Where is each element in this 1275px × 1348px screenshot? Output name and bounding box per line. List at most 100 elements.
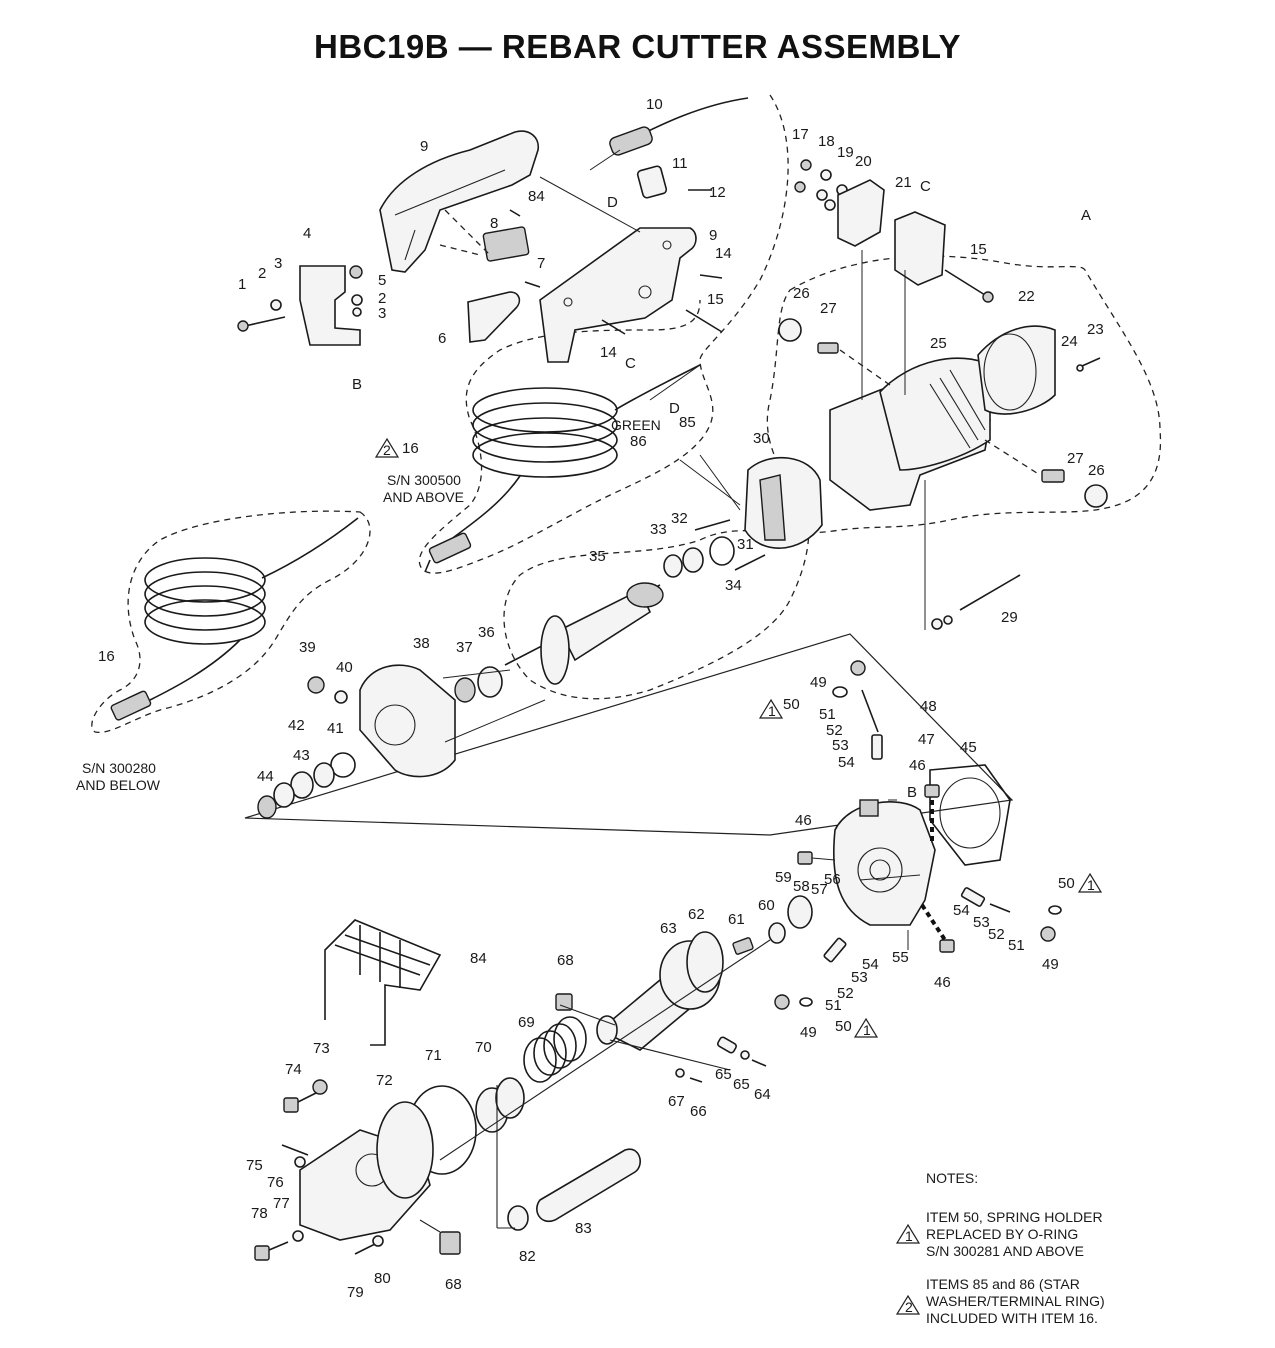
callout-15b: 15 — [970, 241, 987, 258]
serial-upper-line2: AND ABOVE — [383, 489, 464, 505]
callout-71: 71 — [425, 1047, 442, 1064]
callout-11: 11 — [672, 155, 688, 172]
callout-65b: 65 — [733, 1076, 750, 1093]
callout-86: 86 — [630, 433, 647, 450]
callout-50b: 50 — [1058, 875, 1075, 892]
ref-letter-c1: C — [625, 355, 636, 372]
marker-2-cord: 2 — [383, 442, 391, 458]
callout-68a: 68 — [557, 952, 574, 969]
callout-52c: 52 — [837, 985, 854, 1002]
callout-20: 20 — [855, 153, 872, 170]
callout-22: 22 — [1018, 288, 1035, 305]
note1-line2: REPLACED BY O-RING — [926, 1226, 1078, 1242]
callout-82: 82 — [519, 1248, 536, 1265]
callout-46b: 46 — [795, 812, 812, 829]
callout-51b: 51 — [1008, 937, 1025, 954]
serial-upper-line1: S/N 300500 — [387, 472, 461, 488]
callout-85: 85 — [679, 414, 696, 431]
callout-54c: 54 — [862, 956, 879, 973]
ref-letter-a: A — [1081, 207, 1091, 224]
callout-73: 73 — [313, 1040, 330, 1057]
callout-18: 18 — [818, 133, 835, 150]
callout-4: 4 — [303, 225, 311, 242]
callout-67: 67 — [668, 1093, 685, 1110]
callout-57: 57 — [811, 881, 828, 898]
callout-54a: 54 — [838, 754, 855, 771]
callout-47: 47 — [918, 731, 935, 748]
callout-6: 6 — [438, 330, 446, 347]
callout-36: 36 — [478, 624, 495, 641]
callout-38: 38 — [413, 635, 430, 652]
ref-letter-b1: B — [352, 376, 362, 393]
callout-49b: 49 — [1042, 956, 1059, 973]
callout-84b: 84 — [528, 188, 545, 205]
callout-62: 62 — [688, 906, 705, 923]
ref-letter-d1: D — [607, 194, 618, 211]
callout-46a: 46 — [909, 757, 926, 774]
ref-letter-b2: B — [907, 784, 917, 801]
callout-52a: 52 — [826, 722, 843, 739]
callout-46c: 46 — [934, 974, 951, 991]
callout-56: 56 — [824, 871, 841, 888]
callout-29: 29 — [1001, 609, 1018, 626]
note1-marker: 1 — [905, 1228, 913, 1244]
callout-51a: 51 — [819, 706, 836, 723]
callout-41: 41 — [327, 720, 344, 737]
callout-14b: 14 — [600, 344, 617, 361]
callout-64: 64 — [754, 1086, 771, 1103]
callout-78: 78 — [251, 1205, 268, 1222]
power-cord-coil-upper — [424, 364, 701, 573]
callout-3b: 3 — [378, 305, 386, 322]
callout-17: 17 — [792, 126, 809, 143]
callout-37: 37 — [456, 639, 473, 656]
callout-44: 44 — [257, 768, 274, 785]
page-title: HBC19B — REBAR CUTTER ASSEMBLY — [314, 28, 961, 65]
callout-76: 76 — [267, 1174, 284, 1191]
callout-65a: 65 — [715, 1066, 732, 1083]
callout-83: 83 — [575, 1220, 592, 1237]
serial-lower-line1: S/N 300280 — [82, 760, 156, 776]
callout-61: 61 — [728, 911, 745, 928]
callout-19: 19 — [837, 144, 854, 161]
cylinder-group — [768, 660, 1062, 1010]
ref-letter-d2: D — [669, 400, 680, 417]
callout-14a: 14 — [715, 245, 732, 262]
callout-52b: 52 — [988, 926, 1005, 943]
callout-77: 77 — [273, 1195, 290, 1212]
callout-48: 48 — [920, 698, 937, 715]
callout-58: 58 — [793, 878, 810, 895]
callout-16b: 16 — [98, 648, 115, 665]
callout-32: 32 — [671, 510, 688, 527]
callout-23: 23 — [1087, 321, 1104, 338]
part-callouts: 1 2 3 4 5 2 3 6 7 8 9 9 10 11 12 14 14 1… — [76, 96, 1105, 1301]
notes-heading: NOTES: — [926, 1170, 978, 1186]
callout-74: 74 — [285, 1061, 302, 1078]
callout-25: 25 — [930, 335, 947, 352]
callout-26a: 26 — [793, 285, 810, 302]
callout-27a: 27 — [820, 300, 837, 317]
note-markers — [374, 437, 1103, 1315]
callout-16a: 16 — [402, 440, 419, 457]
callout-8: 8 — [490, 215, 498, 232]
callout-40: 40 — [336, 659, 353, 676]
callout-2b: 2 — [378, 290, 386, 307]
callout-43: 43 — [293, 747, 310, 764]
callout-10: 10 — [646, 96, 663, 113]
marker-1-top: 1 — [768, 703, 776, 719]
callout-33: 33 — [650, 521, 667, 538]
callout-59: 59 — [775, 869, 792, 886]
note2-line1: ITEMS 85 and 86 (STAR — [926, 1276, 1080, 1292]
callout-24: 24 — [1061, 333, 1078, 350]
callout-1: 1 — [238, 276, 246, 293]
cutter-head-group — [254, 919, 771, 1261]
note2-line3: INCLUDED WITH ITEM 16. — [926, 1310, 1098, 1326]
callout-51c: 51 — [825, 997, 842, 1014]
callout-49c: 49 — [800, 1024, 817, 1041]
callout-31: 31 — [737, 536, 754, 553]
callout-75: 75 — [246, 1157, 263, 1174]
callout-50c: 50 — [835, 1018, 852, 1035]
group-outline-cord-upper — [418, 94, 789, 574]
notes-block: NOTES: 1 ITEM 50, SPRING HOLDER REPLACED… — [905, 1170, 1105, 1326]
callout-12: 12 — [709, 184, 726, 201]
